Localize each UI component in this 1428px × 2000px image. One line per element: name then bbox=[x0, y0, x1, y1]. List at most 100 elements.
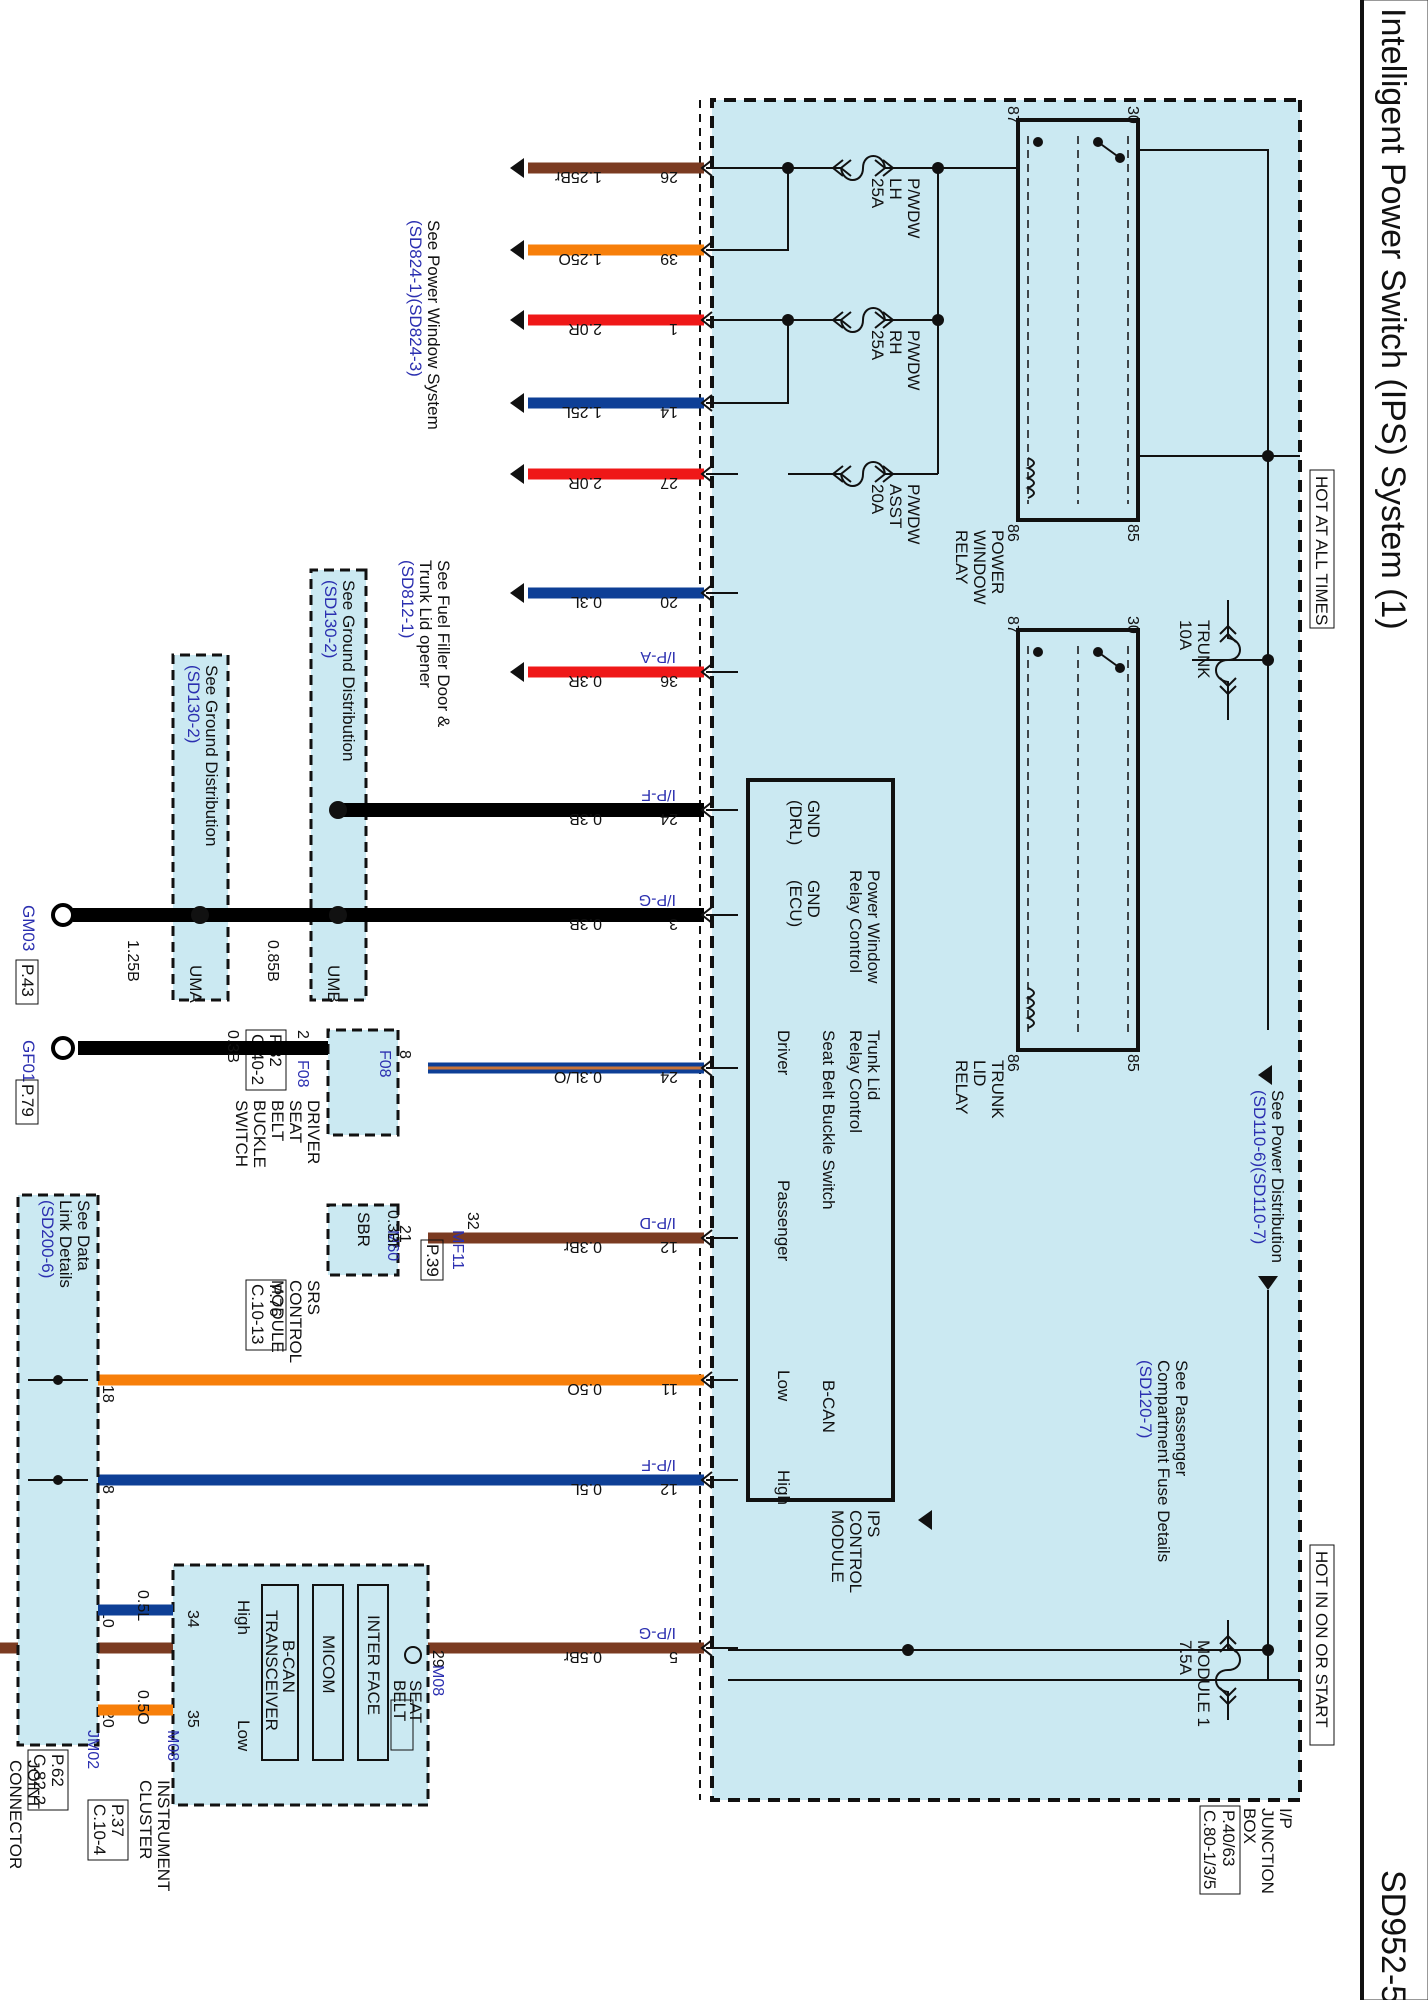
wire-pin-number: 1 bbox=[669, 320, 678, 337]
hot-in-on-or-start-text: HOT IN ON OR START bbox=[1312, 1551, 1331, 1728]
ground-gm03-icon bbox=[51, 903, 75, 927]
data-link-ref-1: See Data bbox=[74, 1200, 93, 1271]
driver-buckle-switch bbox=[326, 1028, 400, 1137]
ground-gm03-page-box bbox=[15, 959, 39, 1005]
ic-ref-2: C.10-4 bbox=[90, 1804, 109, 1855]
power-dist-ref: (SD110-6)(SD110-7) bbox=[1250, 1090, 1269, 1244]
fuse-pwdw-rh-label: P/WDWRH25A bbox=[868, 330, 923, 390]
ips-pin-gnd-drl: GND bbox=[804, 800, 823, 838]
wire-pin-number: 14 bbox=[660, 403, 678, 420]
wire-spec: 0.3L/O bbox=[554, 1068, 602, 1085]
ips-name-2: CONTROL bbox=[846, 1510, 865, 1593]
wire-pin-number: 12 bbox=[660, 1480, 678, 1497]
ground-umb-text: See Ground Distribution bbox=[339, 580, 358, 761]
srs-inline-spec: 0.3Br bbox=[384, 1210, 401, 1249]
warning-lamp-led-icon bbox=[404, 1646, 422, 1664]
wire-connector-id: I/P-F bbox=[641, 1456, 676, 1473]
ground-gf01-name: GF01 bbox=[19, 1040, 38, 1083]
ic-low-label: Low bbox=[234, 1720, 253, 1752]
wire-pin-number: 36 bbox=[660, 672, 678, 689]
wire-exit-arrow bbox=[510, 662, 524, 682]
fuse-pwdw-asst-chev bbox=[839, 465, 852, 483]
fuse-pwdw-lh-label: P/WDWLH25A bbox=[868, 178, 923, 238]
connector-pin-chevron bbox=[700, 801, 713, 819]
fuse-pwdw-lh-chev bbox=[831, 159, 844, 177]
srs-control-module bbox=[326, 1203, 400, 1277]
wire-spec: 0.3B bbox=[569, 810, 602, 827]
srs-name: CONTROL bbox=[286, 1280, 305, 1363]
connector-pin-chevron bbox=[700, 1639, 713, 1657]
fuse-connector-chevron bbox=[1219, 624, 1237, 635]
ic-pin-34: 34 bbox=[184, 1610, 201, 1628]
connector-pin-chevron bbox=[700, 584, 713, 602]
power-dist-arrow-up bbox=[1258, 1276, 1278, 1290]
connector-pin-chevron bbox=[700, 1059, 713, 1077]
ic-bcan-block bbox=[261, 1584, 299, 1761]
ground-splice bbox=[329, 801, 347, 819]
srs-inline-conn: MF11 bbox=[449, 1230, 466, 1270]
ips-name-3: MODULE bbox=[828, 1510, 847, 1583]
ground-umb-box bbox=[309, 568, 368, 1002]
wire-connector-id: I/P-D bbox=[640, 1214, 676, 1231]
power-window-ref-code: (SD824-1)(SD824-3) bbox=[406, 220, 425, 377]
driver-switch-pin-in: 8 bbox=[396, 1050, 413, 1059]
jc-ref-2: C.82-2 bbox=[30, 1754, 49, 1805]
ground-gf01-page-box bbox=[15, 1079, 39, 1125]
fuse-connector-chevron bbox=[1219, 1695, 1237, 1706]
passenger-fuse-text-1: See Passenger bbox=[1172, 1360, 1191, 1477]
page-code: SD952-5 bbox=[1374, 1870, 1412, 2000]
ground-uma-label: UMA bbox=[186, 965, 205, 1003]
driver-switch-name: SWITCH bbox=[232, 1100, 251, 1167]
ground-uma-ref: (SD130-2) bbox=[184, 665, 203, 743]
connector-pin-chevron bbox=[700, 906, 713, 924]
ic-interface-label: INTER FACE bbox=[364, 1615, 383, 1715]
fuse-connector-chevron bbox=[1219, 632, 1237, 643]
connector-pin-chevron bbox=[700, 311, 713, 329]
power-window-relay-name: POWER bbox=[988, 530, 1007, 594]
trunk-lid-relay-pin-85: 85 bbox=[1124, 1054, 1141, 1072]
power-window-relay-pin-30: 30 bbox=[1124, 106, 1141, 124]
connector-pin-chevron bbox=[700, 394, 713, 412]
fuse-pwdw-asst-label: P/WDWASST20A bbox=[868, 484, 923, 544]
trunk-lid-relay-pin-86: 86 bbox=[1004, 1054, 1021, 1072]
power-window-relay-name: WINDOW bbox=[970, 530, 989, 605]
srs-inline-pin: 32 bbox=[464, 1212, 481, 1230]
connector-pin-chevron bbox=[700, 1371, 713, 1389]
title-band: Intelligent Power Switch (IPS) System (1… bbox=[1360, 0, 1428, 2000]
ic-seatbelt-1: SEAT bbox=[406, 1680, 425, 1723]
ic-bcan-label-1: B-CAN bbox=[279, 1640, 298, 1693]
ips-pin-driver: Driver bbox=[774, 1030, 793, 1076]
ic-ref-1: P.37 bbox=[108, 1804, 127, 1837]
wire-pin-number: 24 bbox=[660, 810, 678, 827]
trunk-lid-relay-pin-30: 30 bbox=[1124, 616, 1141, 634]
junction-dot bbox=[1262, 450, 1274, 462]
srs-inline-page-box bbox=[420, 1239, 444, 1281]
ground-gf01-page: P.79 bbox=[18, 1084, 37, 1117]
junction-box-label: I/P JUNCTION BOX P.40/63 C.80-1/3/5 bbox=[1199, 1805, 1295, 1895]
power-window-relay-pin-86: 86 bbox=[1004, 524, 1021, 542]
wire-exit-arrow bbox=[510, 583, 524, 603]
ic-micom-label: MICOM bbox=[319, 1635, 338, 1694]
wire-exit-arrow bbox=[510, 310, 524, 330]
relay-contact bbox=[1033, 137, 1043, 147]
relay-switch-arm bbox=[1097, 651, 1121, 669]
wire-pin-number: 12 bbox=[660, 1238, 678, 1255]
ips-pin-gnd-drl-2: (DRL) bbox=[786, 800, 805, 845]
wire-exit-arrow bbox=[510, 464, 524, 484]
ips-name-1: IPS bbox=[864, 1510, 883, 1537]
jc-splice bbox=[53, 1475, 63, 1485]
jb-name-2: JUNCTION bbox=[1258, 1808, 1277, 1894]
ips-pin-low: Low bbox=[774, 1370, 793, 1402]
driver-switch-ref-box bbox=[245, 1029, 287, 1091]
wire-pin-number: 3 bbox=[669, 915, 678, 932]
driver-switch-name: SEAT bbox=[286, 1100, 305, 1143]
instrument-cluster bbox=[171, 1563, 430, 1807]
power-window-relay-pin-85: 85 bbox=[1124, 524, 1141, 542]
fuel-filler-ref-code: (SD812-1) bbox=[398, 560, 417, 638]
wire-spec: 0.3Br bbox=[563, 1238, 602, 1255]
page-title: Intelligent Power Switch (IPS) System (1… bbox=[1374, 8, 1412, 630]
fuse-module1-amp: 7.5A bbox=[1176, 1640, 1195, 1676]
wire-spec: 0.5O bbox=[567, 1380, 602, 1397]
wire-exit-arrow bbox=[510, 393, 524, 413]
